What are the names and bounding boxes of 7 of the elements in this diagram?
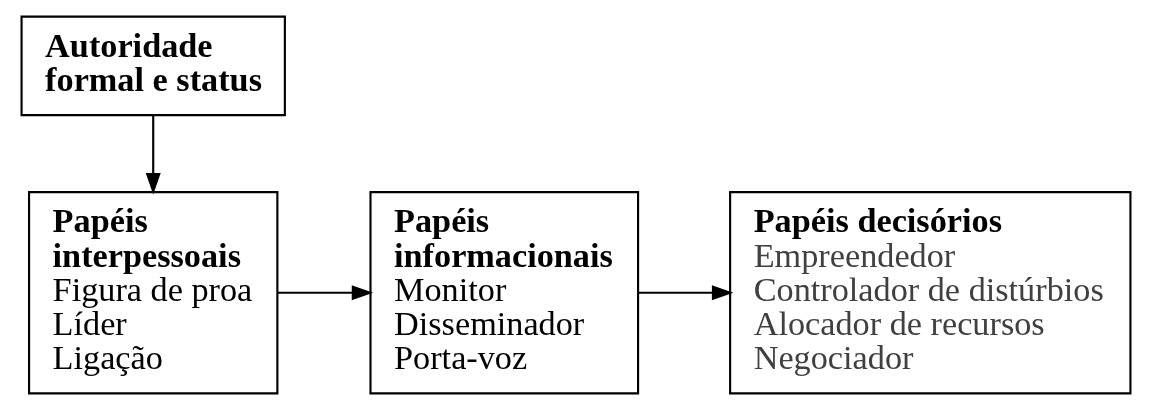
node-box: Papéis interpessoais Figura de proa Líder Ligação bbox=[27, 191, 278, 395]
node-box: Papéis decisórios Empreendedor Controlador de distúrbios Alocador de recursos Negociador bbox=[728, 191, 1131, 395]
arrow bbox=[145, 115, 161, 195]
node-box: Papéis informacionais Monitor Disseminador Porta-voz bbox=[368, 191, 639, 395]
arrow bbox=[637, 285, 733, 301]
arrow bbox=[277, 285, 373, 301]
node-box: Autoridade formal e status bbox=[20, 15, 286, 117]
